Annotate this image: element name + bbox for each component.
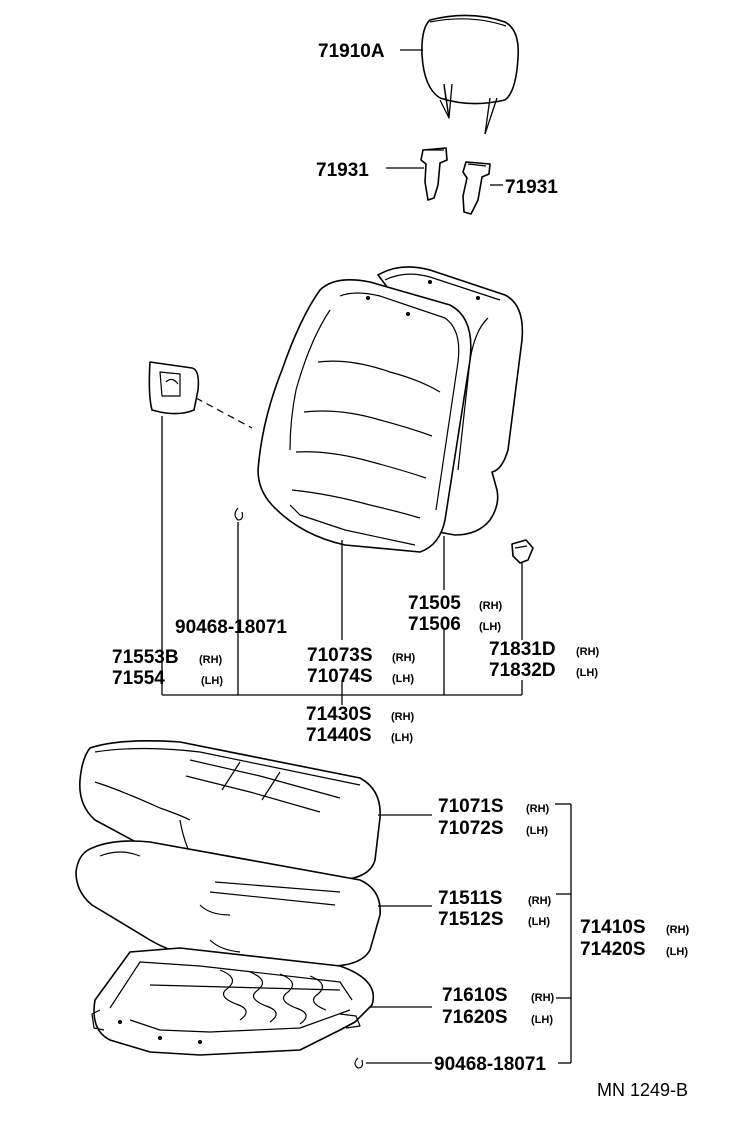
label-90468-upper: 90468-18071 bbox=[175, 617, 287, 638]
label-71832d-side: (LH) bbox=[576, 667, 598, 679]
label-71430s: 71430S bbox=[306, 704, 372, 725]
label-71410s: 71410S bbox=[580, 917, 646, 938]
seat-back-leaders bbox=[161, 416, 523, 705]
label-71074s: 71074S bbox=[307, 666, 373, 687]
label-71610s: 71610S bbox=[442, 985, 508, 1006]
label-71440s-side: (LH) bbox=[391, 732, 413, 744]
clip-upper-drawing bbox=[234, 507, 244, 521]
label-71430s-side: (RH) bbox=[391, 711, 415, 723]
label-71931-left: 71931 bbox=[316, 160, 369, 181]
label-71554-side: (LH) bbox=[201, 675, 223, 687]
label-71910a: 71910A bbox=[318, 41, 385, 62]
part-labels: 71910A 71931 71931 71505 (RH) 71506 (LH)… bbox=[112, 41, 690, 1100]
label-71512s: 71512S bbox=[438, 909, 504, 930]
label-71506-side: (LH) bbox=[479, 621, 501, 633]
cushion-leaders bbox=[366, 803, 572, 1064]
label-71420s: 71420S bbox=[580, 939, 646, 960]
label-71505: 71505 bbox=[408, 593, 461, 614]
label-71511s-side: (RH) bbox=[528, 895, 552, 907]
cushion-frame-drawing bbox=[91, 947, 375, 1056]
cover-trim-drawing bbox=[148, 361, 200, 415]
label-71506: 71506 bbox=[408, 614, 461, 635]
diagram-code: MN 1249-B bbox=[597, 1080, 688, 1100]
label-71831d: 71831D bbox=[489, 639, 556, 660]
label-71931-right: 71931 bbox=[505, 177, 558, 198]
label-71511s: 71511S bbox=[438, 888, 502, 909]
label-71074s-side: (LH) bbox=[392, 673, 414, 685]
label-71073s: 71073S bbox=[307, 645, 373, 666]
label-71440s: 71440S bbox=[306, 725, 372, 746]
label-71553b: 71553B bbox=[112, 647, 179, 668]
label-71831d-side: (RH) bbox=[576, 646, 600, 658]
dashed-guide bbox=[195, 397, 253, 429]
label-71610s-side: (RH) bbox=[531, 992, 555, 1004]
label-71410s-side: (RH) bbox=[666, 924, 690, 936]
seat-back-drawing bbox=[257, 266, 524, 553]
label-71620s: 71620S bbox=[442, 1007, 508, 1028]
label-71505-side: (RH) bbox=[479, 600, 503, 612]
label-71553b-side: (RH) bbox=[199, 654, 223, 666]
label-71072s-side: (LH) bbox=[526, 825, 548, 837]
label-71832d: 71832D bbox=[489, 660, 556, 681]
label-90468-lower: 90468-18071 bbox=[434, 1054, 546, 1075]
label-71071s-side: (RH) bbox=[526, 803, 550, 815]
clip-lower-drawing bbox=[354, 1057, 364, 1069]
label-71073s-side: (RH) bbox=[392, 652, 416, 664]
headrest-support-drawing bbox=[420, 147, 491, 215]
label-71554: 71554 bbox=[112, 668, 165, 689]
label-71512s-side: (LH) bbox=[528, 916, 550, 928]
knob-drawing bbox=[511, 539, 534, 564]
label-71072s: 71072S bbox=[438, 818, 504, 839]
label-71420s-side: (LH) bbox=[666, 946, 688, 958]
headrest-drawing bbox=[421, 14, 520, 135]
label-71071s: 71071S bbox=[438, 796, 504, 817]
label-71620s-side: (LH) bbox=[531, 1014, 553, 1026]
